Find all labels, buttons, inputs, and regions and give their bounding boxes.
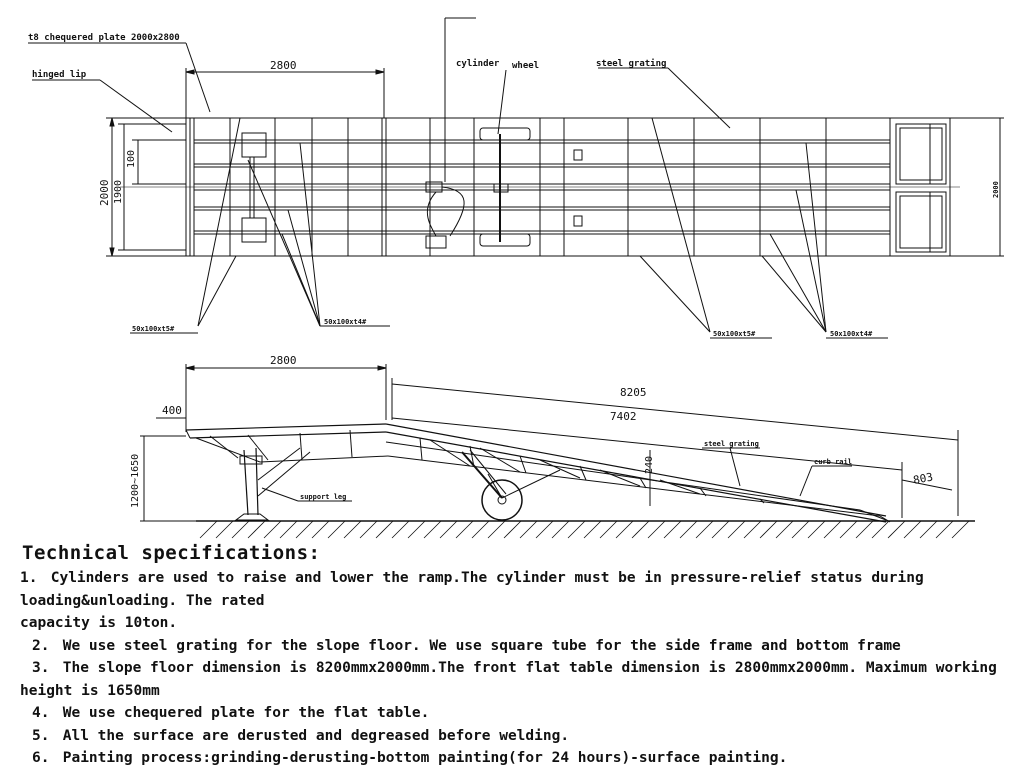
steel-grating-label: steel grating: [596, 58, 666, 69]
top-small-dimension: 100: [126, 150, 137, 168]
top-width-dimension: 2000: [98, 180, 111, 207]
ramp-technical-drawing: t8 chequered plate 2000x2800 hinged lip …: [28, 17, 1004, 539]
side-lip-dimension: 400: [162, 404, 182, 417]
side-steel-grating-label: steel grating: [704, 440, 759, 448]
technical-specifications: Technical specifications: 1. Cylinders a…: [20, 542, 1020, 770]
side-wheel: [481, 479, 523, 521]
chequered-plate-label: t8 chequered plate 2000x2800: [28, 33, 180, 43]
slope-truss: [419, 437, 765, 504]
ground-hatching: [199, 520, 970, 539]
side-view: [140, 364, 975, 539]
wheel-label: wheel: [512, 61, 539, 71]
side-flat-length-dimension: 2800: [270, 354, 297, 367]
cylinder-mount: [493, 183, 509, 193]
support-pad-top: [241, 132, 267, 158]
ramp-end-lips: [895, 123, 947, 253]
member-label-1: 50x100xt5#: [132, 325, 175, 333]
spec-item-3: 3. The slope floor dimension is 8200mmx2…: [32, 660, 997, 676]
spec-item-4: 4. We use chequered plate for the flat t…: [32, 705, 430, 721]
support-pad-bottom: [241, 217, 267, 243]
side-height-dimension: 1200~1650: [130, 454, 141, 508]
top-right-width-dimension: 2000: [992, 181, 1000, 198]
top-view: [28, 17, 1004, 339]
member-label-3: 50x100xt5#: [713, 330, 756, 338]
side-beam-dimension: 240: [644, 456, 655, 474]
top-length-dimension: 2800: [270, 59, 297, 72]
spec-item-2: 2. We use steel grating for the slope fl…: [32, 637, 901, 654]
side-end-dimension: 803: [912, 470, 934, 487]
spec-item-1-line-2: loading&unloading. The rated: [20, 592, 265, 609]
hinged-lip-label: hinged lip: [32, 69, 87, 80]
spec-item-3-line-2: height is 1650mm: [20, 682, 160, 699]
member-label-2: 50x100xt4#: [324, 318, 367, 326]
cylinder-arm: [461, 451, 503, 499]
spec-item-1: 1. Cylinders are used to raise and lower…: [20, 570, 924, 586]
cylinder-base: [425, 235, 447, 249]
top-inner-width-dimension: 1900: [113, 180, 124, 204]
side-total-length-dimension: 8205: [620, 386, 647, 399]
member-label-4: 50x100xt4#: [830, 330, 873, 338]
wheel-bottom: [479, 233, 531, 247]
support-leg-label: support leg: [300, 493, 346, 501]
cylinder-label: cylinder: [456, 58, 500, 69]
spec-item-1-line-3: capacity is 10ton.: [20, 615, 178, 631]
specs-title: Technical specifications:: [22, 542, 321, 564]
wheel-top: [479, 127, 531, 141]
side-slope-length-dimension: 7402: [610, 410, 637, 423]
curb-rail-label: curb rail: [814, 458, 852, 466]
spec-item-6: 6. Painting process:grinding-derusting-b…: [32, 750, 788, 766]
support-leg: [243, 449, 249, 516]
spec-item-5: 5. All the surface are derusted and degr…: [32, 727, 570, 744]
